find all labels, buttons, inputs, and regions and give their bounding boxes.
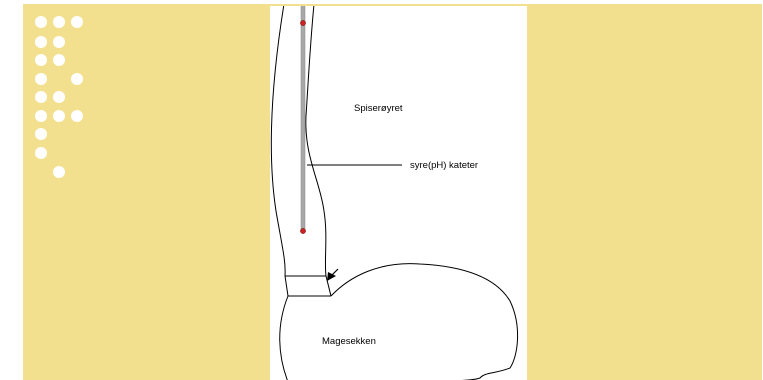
decorative-dot [71,16,83,28]
decorative-dot [35,91,47,103]
catheter-label: syre(pH) kateter [410,160,478,171]
decorative-dot [35,16,47,28]
stomach-label: Magesekken [322,336,376,347]
decorative-dot [53,166,65,178]
decorative-dot [35,128,47,140]
stomach-outline [280,264,518,380]
diagram-drawing [270,6,527,380]
decorative-dot [35,110,47,122]
decorative-dot [35,73,47,85]
decorative-dot [71,110,83,122]
decorative-dot [35,147,47,159]
decorative-dot [35,54,47,66]
esophagus-diagram: Spiserøyret syre(pH) kateter Magesekken [270,6,527,380]
decorative-dot [35,36,47,48]
decorative-dot [53,54,65,66]
decorative-dot [53,16,65,28]
ph-sensor-upper [300,20,305,25]
ph-catheter-tube [301,6,305,232]
esophagus-label: Spiserøyret [354,103,403,114]
ph-sensor-lower [300,228,305,233]
esophagus-left-wall [271,6,285,276]
esophagus-right-wall [306,6,326,276]
sphincter-left-edge [285,276,288,296]
decorative-dot [53,110,65,122]
decorative-dot [71,73,83,85]
decorative-dot [53,36,65,48]
arrow-head-icon [327,272,336,281]
decorative-dot [53,91,65,103]
